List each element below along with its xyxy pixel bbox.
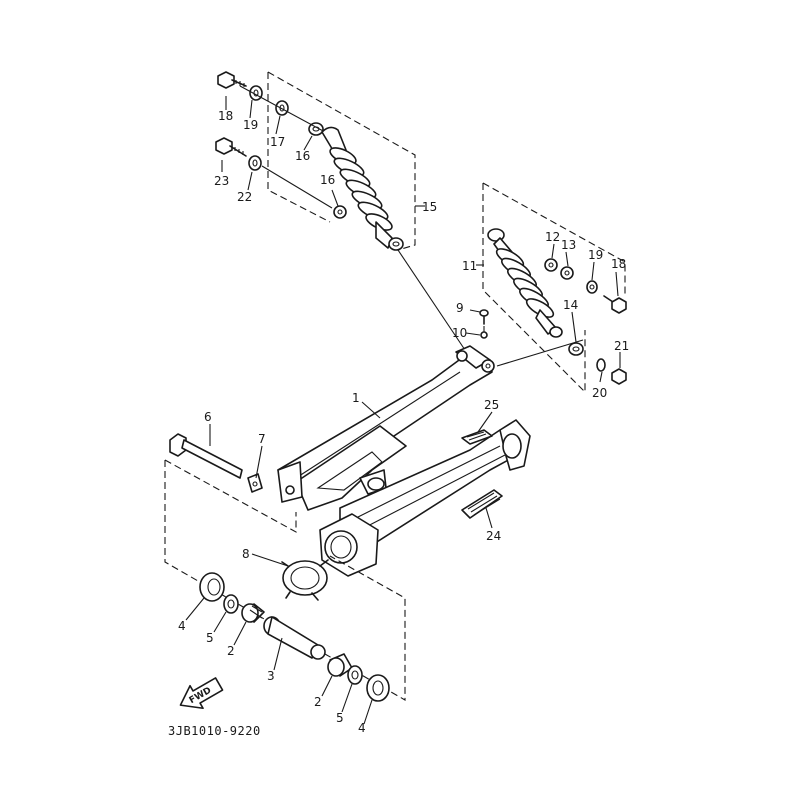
left-shock-assembly-group xyxy=(215,71,416,251)
callout-3: 3 xyxy=(267,669,275,683)
washer-22 xyxy=(248,155,262,171)
washer-19-right xyxy=(586,280,598,294)
right-shock-absorber xyxy=(487,228,563,338)
leader-lines xyxy=(185,96,621,725)
dust-seal-8 xyxy=(281,559,329,601)
plate-7 xyxy=(247,473,263,493)
grease-nipple-9 xyxy=(479,309,489,325)
callout-18: 18 xyxy=(218,109,233,123)
callout-6: 6 xyxy=(204,410,212,424)
callout-13: 13 xyxy=(561,238,576,252)
collar-17 xyxy=(275,100,289,116)
callout-16: 16 xyxy=(295,149,310,163)
right-shock-assembly-group xyxy=(479,182,627,394)
drawing-code: 3JB1010-9220 xyxy=(168,724,261,738)
bearing-2-left xyxy=(241,603,265,623)
callout-17: 17 xyxy=(270,135,285,149)
callout-8: 8 xyxy=(242,547,250,561)
oil-seal-4-left xyxy=(199,572,225,602)
callout-18: 18 xyxy=(611,257,626,271)
callout-10: 10 xyxy=(452,326,467,340)
pivot-shaft-group-frame xyxy=(164,459,406,701)
callout-4: 4 xyxy=(358,721,366,735)
collar-13 xyxy=(560,266,574,280)
callout-2: 2 xyxy=(314,695,322,709)
bushing-16-lower xyxy=(333,205,347,219)
callout-9: 9 xyxy=(456,301,464,315)
callout-23: 23 xyxy=(214,174,229,188)
label-25-plate xyxy=(461,429,493,445)
callout-14: 14 xyxy=(563,298,578,312)
callout-24: 24 xyxy=(486,529,501,543)
fwd-arrow-icon: FWD xyxy=(179,677,224,710)
left-shock-group-frame xyxy=(267,71,416,251)
nut-21 xyxy=(611,368,627,385)
callout-2: 2 xyxy=(227,644,235,658)
protector-24 xyxy=(461,489,503,519)
callout-11: 11 xyxy=(462,259,477,273)
thrust-cover-5-left xyxy=(223,594,239,614)
callout-19: 19 xyxy=(243,118,258,132)
callout-25: 25 xyxy=(484,398,499,412)
left-shock-absorber xyxy=(321,126,404,251)
callout-19: 19 xyxy=(588,248,603,262)
callout-22: 22 xyxy=(237,190,252,204)
pivot-bolt-6 xyxy=(169,433,243,479)
callout-1: 1 xyxy=(352,391,360,405)
thrust-cover-5-right xyxy=(347,665,363,685)
bolt-18-upper-left xyxy=(217,71,247,89)
bolt-18-right xyxy=(603,295,627,314)
callout-5: 5 xyxy=(206,631,214,645)
collar-3 xyxy=(263,616,326,660)
callout-20: 20 xyxy=(592,386,607,400)
oil-seal-4-right xyxy=(366,674,390,702)
bushing-14 xyxy=(568,342,584,356)
bolt-23 xyxy=(215,137,247,157)
callout-numbers: 18 19 17 16 16 23 22 15 11 12 13 19 18 1… xyxy=(178,109,629,735)
cap-10 xyxy=(480,331,488,339)
callout-16: 16 xyxy=(320,173,335,187)
callout-4: 4 xyxy=(178,619,186,633)
swingarm xyxy=(277,345,531,577)
callout-5: 5 xyxy=(336,711,344,725)
callout-21: 21 xyxy=(614,339,629,353)
washer-20 xyxy=(596,358,606,372)
callout-7: 7 xyxy=(258,432,266,446)
bushing-12 xyxy=(544,258,558,272)
callout-12: 12 xyxy=(545,230,560,244)
callout-15: 15 xyxy=(422,200,437,214)
